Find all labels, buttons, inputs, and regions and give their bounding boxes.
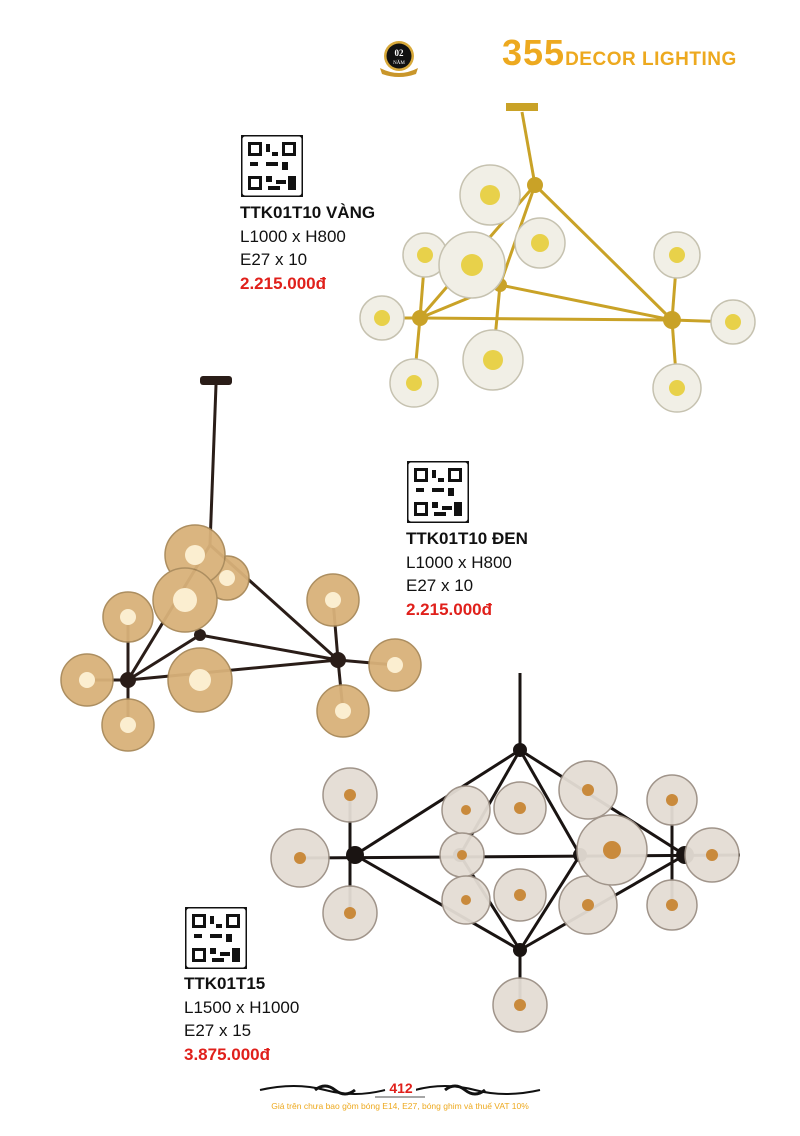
product-bulbs: E27 x 10 xyxy=(406,576,474,595)
qr-code-icon[interactable] xyxy=(241,135,303,197)
product-name: TTK01T10 VÀNG xyxy=(240,203,376,222)
svg-text:02: 02 xyxy=(395,48,405,58)
product-name: TTK01T10 ĐEN xyxy=(406,529,528,548)
product-bulbs: E27 x 15 xyxy=(184,1021,252,1040)
qr-code-icon[interactable] xyxy=(185,907,247,969)
product-info-ttk01t10-den: TTK01T10 ĐEN L1000 x H800 E27 x 10 2.215… xyxy=(406,527,528,621)
brand-text: DECOR LIGHTING xyxy=(565,49,737,70)
product-size: L1500 x H1000 xyxy=(184,997,300,1017)
product-info-ttk01t15: TTK01T15 L1500 x H1000 E27 x 15 3.875.00… xyxy=(184,972,299,1066)
brand-logo: 355DECOR LIGHTING xyxy=(502,32,737,74)
page-number: 412 xyxy=(386,1080,416,1096)
product-info-ttk01t10-vang: TTK01T10 VÀNG L1000 x H800 E27 x 10 2.21… xyxy=(240,201,375,295)
product-price: 2.215.000đ xyxy=(240,273,327,293)
product-price: 2.215.000đ xyxy=(406,599,493,619)
svg-text:NĂM: NĂM xyxy=(393,60,405,66)
qr-code-icon[interactable] xyxy=(407,461,469,523)
product-bulbs: E27 x 10 xyxy=(240,250,308,269)
footer-ornament xyxy=(259,1084,541,1098)
brand-number: 355 xyxy=(502,32,566,73)
anniversary-badge-logo: 02 NĂM xyxy=(380,41,418,77)
product-size: L1000 x H800 xyxy=(406,552,512,572)
product-name: TTK01T15 xyxy=(184,974,266,993)
product-price: 3.875.000đ xyxy=(184,1044,271,1064)
product-size: L1000 x H800 xyxy=(240,226,346,246)
price-note: Giá trên chưa bao gồm bóng E14, E27, bón… xyxy=(271,1101,529,1111)
